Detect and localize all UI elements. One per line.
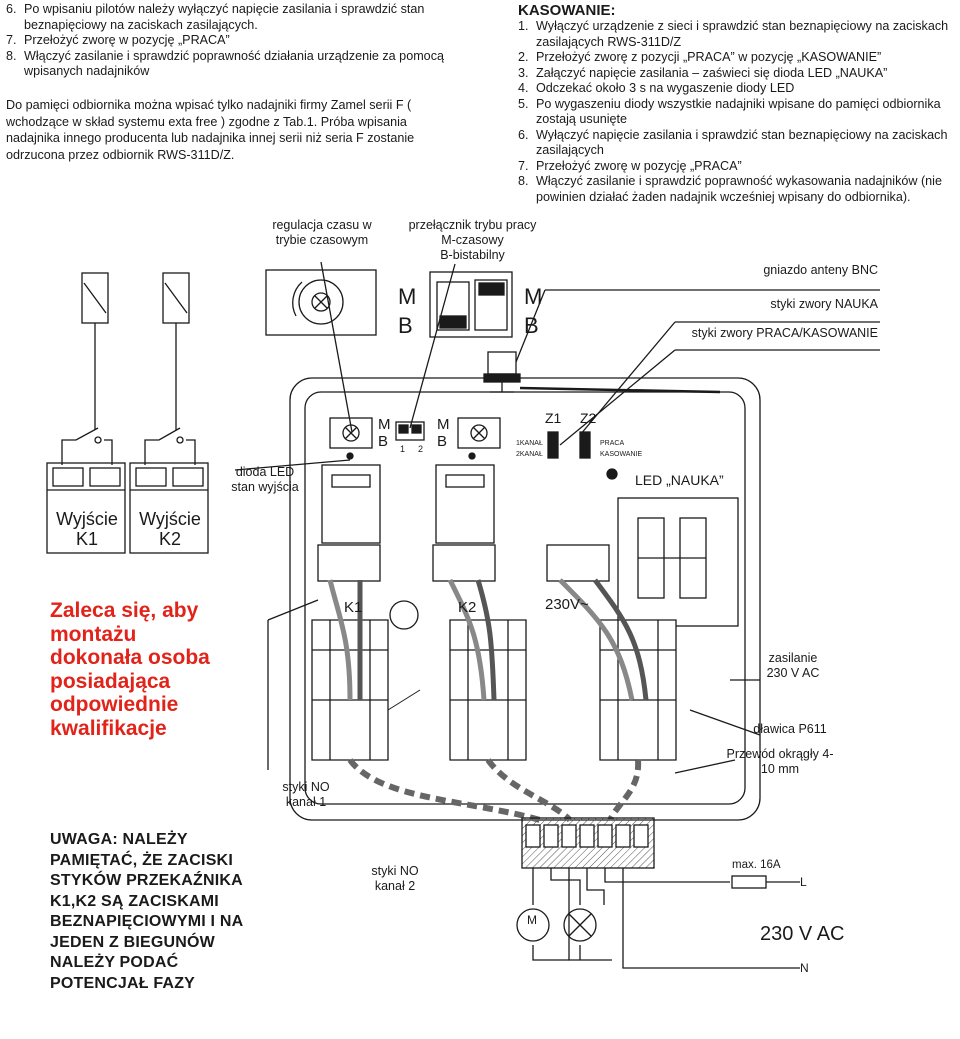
praca-contacts-label: styki zwory PRACA/KASOWANIE xyxy=(691,326,878,340)
led-nauka-label: LED „NAUKA” xyxy=(635,472,724,488)
mode-switch-b: B-bistabilny xyxy=(440,248,505,262)
kasowanie-step-7: 7.Przełożyć zworę w pozycję „PRACA” xyxy=(518,158,742,173)
kasowanie-title: KASOWANIE: xyxy=(518,2,616,19)
kasowanie-steps: 1.Wyłączyć urządzenie z sieci i sprawdzi… xyxy=(518,19,958,205)
output-k1-block xyxy=(46,462,126,554)
relay-k2 xyxy=(435,464,495,544)
kanal1-label: 1KANAŁ xyxy=(516,440,543,447)
mode-switch-title: przełącznik trybu pracy xyxy=(408,218,537,232)
dip-1: 1 xyxy=(400,444,406,454)
mains-label: 230 V AC xyxy=(760,923,845,945)
mode-switch-m: M-czasowy xyxy=(441,233,504,247)
bnc-label: gniazdo anteny BNC xyxy=(763,263,878,277)
recommendation-text: Zaleca się, aby montażu dokonała osoba p… xyxy=(50,599,210,740)
kasowanie-step-5: 5.Po wygaszeniu diody wszystkie nadajnik… xyxy=(518,96,941,127)
cable-label: Przewód okrągły 4-10 mm xyxy=(726,747,834,776)
warning-text: UWAGA: NALEŻY PAMIĘTAĆ, ŻE ZACISKI STYKÓ… xyxy=(50,831,243,992)
board-b2: B xyxy=(437,433,448,450)
board-b1: B xyxy=(378,433,389,450)
memory-paragraph: Do pamięci odbiornika można wpisać tylko… xyxy=(6,98,415,162)
output-k2-block xyxy=(129,462,209,554)
relay-coil-k2 xyxy=(162,272,190,430)
switch-b-right: B xyxy=(524,313,539,338)
led-output-label: dioda LED stan wyjścia xyxy=(231,465,299,494)
step-6: 6.Po wpisaniu pilotów należy wyłączyć na… xyxy=(6,2,425,32)
kasowanie-step-2: 2.Przełożyć zworę z pozycji „PRACA” w po… xyxy=(518,50,882,64)
motor-symbol xyxy=(516,908,550,942)
board-230v: 230V~ xyxy=(545,596,589,613)
switch-b-left: B xyxy=(398,313,413,338)
power-label: zasilanie 230 V AC xyxy=(766,651,820,680)
kasowanie-step-3: 3.Załączyć napięcie zasilania – zaświeci… xyxy=(518,65,888,80)
step-7: 7.Przełożyć zworę w pozycję „PRACA” xyxy=(6,33,230,47)
fuse-rating: max. 16A xyxy=(732,859,781,871)
gland-label: dławica P611 xyxy=(753,722,827,736)
kasowanie-step-4: 4.Odczekać około 3 s na wygaszenie diody… xyxy=(518,81,795,95)
kanal2-label: 2KANAŁ xyxy=(516,451,543,458)
time-regulation-label: regulacja czasu w trybie czasowym xyxy=(272,218,372,247)
relay-coil-k1 xyxy=(81,272,109,430)
motor-label: M xyxy=(527,913,537,927)
step-8: 8.Włączyć zasilanie i sprawdzić poprawno… xyxy=(6,48,444,79)
kasowanie-step-6: 6.Wyłączyć napięcie zasilania i sprawdzi… xyxy=(518,127,948,158)
output-k1-label: Wyjście K1 xyxy=(56,509,118,549)
gland-2 xyxy=(449,619,527,761)
top-left-steps: 6.Po wpisaniu pilotów należy wyłączyć na… xyxy=(6,2,456,80)
praca-label: PRACA xyxy=(600,440,625,447)
kasowanie-jumper-label: KASOWANIE xyxy=(600,451,643,458)
board-k1: K1 xyxy=(344,599,363,616)
board-m2: M xyxy=(437,416,450,433)
output-k2-label: Wyjście K2 xyxy=(139,509,201,549)
jumper-z1: Z1 xyxy=(545,410,562,426)
no-ch1-label: styki NO kanał 1 xyxy=(282,780,330,809)
no-ch2-label: styki NO kanał 2 xyxy=(371,864,419,893)
switch-m-left: M xyxy=(398,284,417,309)
lamp-symbol xyxy=(563,908,597,942)
relay-k1 xyxy=(321,464,381,544)
kasowanie-step-8: 8.Włączyć zasilanie i sprawdzić poprawno… xyxy=(518,174,942,204)
jumper-z2: Z2 xyxy=(580,410,597,426)
nauka-contacts-label: styki zwory NAUKA xyxy=(770,297,878,311)
kasowanie-step-1: 1.Wyłączyć urządzenie z sieci i sprawdzi… xyxy=(518,19,949,49)
phase-label: L xyxy=(800,875,807,889)
switch-m-right: M xyxy=(524,284,543,309)
fuse-symbol xyxy=(731,875,767,889)
board-k2: K2 xyxy=(458,599,477,616)
dip-2: 2 xyxy=(418,444,424,454)
neutral-label: N xyxy=(800,961,809,975)
board-m1: M xyxy=(378,416,391,433)
